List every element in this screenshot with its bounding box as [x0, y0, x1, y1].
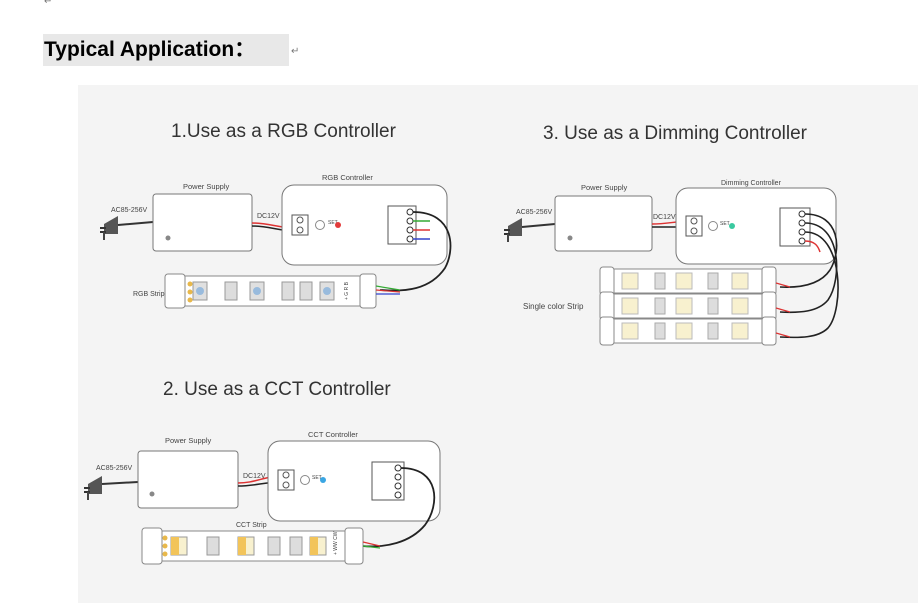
dim-dc-label: DC12V	[653, 214, 676, 221]
return-mark-heading: ↵	[291, 46, 300, 57]
rgb-set-label: SET	[328, 220, 338, 226]
cct-strip-label: CCT Strip	[236, 522, 267, 529]
dim-diagram: AC85-256V Power Supply DC12V Dimming Con…	[504, 180, 839, 346]
dim-plug-icon	[504, 218, 522, 242]
cct-controller-label: CCT Controller	[308, 430, 358, 439]
cct-controller	[267, 440, 441, 522]
cct-section-title: 2. Use as a CCT Controller	[163, 379, 391, 400]
dim-strip-2	[599, 291, 791, 321]
cct-set-label: SET	[312, 475, 322, 481]
dim-strip-1	[599, 266, 791, 296]
dim-section-title: 3. Use as a Dimming Controller	[543, 123, 807, 144]
rgb-power-supply	[152, 193, 253, 252]
rgb-plug-icon	[100, 216, 118, 240]
dim-power-supply	[554, 195, 653, 252]
dim-strip-3	[599, 316, 791, 346]
dim-input-label: AC85-256V	[516, 209, 553, 216]
rgb-dc-label: DC12V	[257, 213, 280, 220]
rgb-set-button	[315, 220, 325, 230]
dim-set-label: SET	[720, 221, 730, 227]
cct-strip-pins: + WW CW	[333, 531, 339, 555]
page-heading: Typical Application：	[43, 34, 289, 66]
cct-diagram: AC85-256V Power Supply DC12V CCT Control…	[84, 430, 441, 565]
rgb-controller-label: RGB Controller	[322, 173, 373, 182]
cct-plug-icon	[84, 476, 102, 500]
dim-power-supply-label: Power Supply	[581, 183, 628, 192]
cct-power-supply	[137, 450, 239, 509]
return-mark-top: ↵	[44, 0, 53, 7]
cct-status-led	[320, 477, 326, 483]
rgb-section-title: 1.Use as a RGB Controller	[171, 121, 396, 142]
cct-power-supply-label: Power Supply	[165, 436, 212, 445]
cct-dc-label: DC12V	[243, 473, 266, 480]
dim-status-led	[729, 223, 735, 229]
dim-strip-label: Single color Strip	[523, 302, 584, 311]
rgb-strip-pins: + G R B	[344, 281, 350, 300]
rgb-diagram: AC85-256V Power Supply DC12V RGB Control…	[100, 173, 452, 309]
rgb-ps-indicator	[165, 235, 171, 241]
diagram-panel	[78, 85, 918, 603]
rgb-ac-cable	[117, 221, 154, 226]
rgb-power-supply-label: Power Supply	[183, 182, 230, 191]
rgb-strip-label: RGB Strip	[133, 291, 165, 298]
rgb-status-led	[335, 222, 341, 228]
rgb-input-label: AC85-256V	[111, 207, 148, 214]
rgb-controller	[281, 184, 448, 266]
cct-input-label: AC85-256V	[96, 465, 133, 472]
dim-controller-label: Dimming Controller	[721, 180, 782, 187]
